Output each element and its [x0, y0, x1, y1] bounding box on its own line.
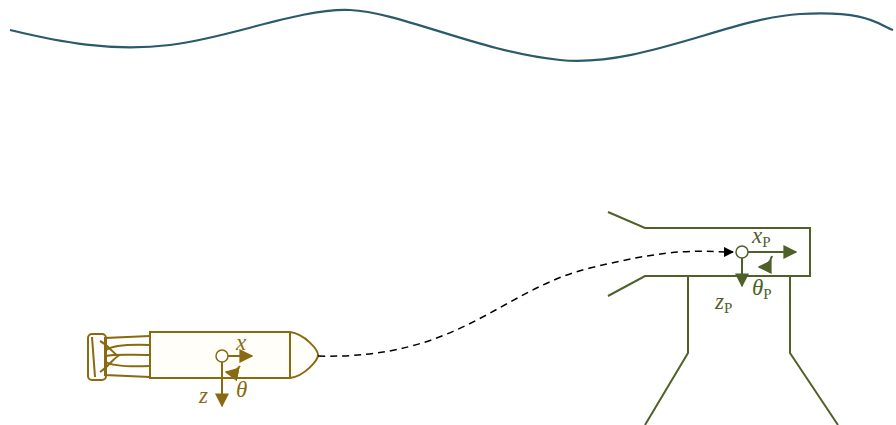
axis-label: z: [199, 384, 208, 407]
axis-label: θ: [236, 378, 247, 401]
axis-label: θP: [752, 276, 772, 302]
axis-label: zP: [715, 290, 732, 316]
axis-label: xP: [752, 224, 771, 250]
axis-label: x: [236, 331, 246, 354]
auv: [88, 332, 318, 406]
docking-station: [608, 212, 838, 425]
sea-surface: [10, 10, 893, 61]
trajectory: [318, 251, 733, 356]
